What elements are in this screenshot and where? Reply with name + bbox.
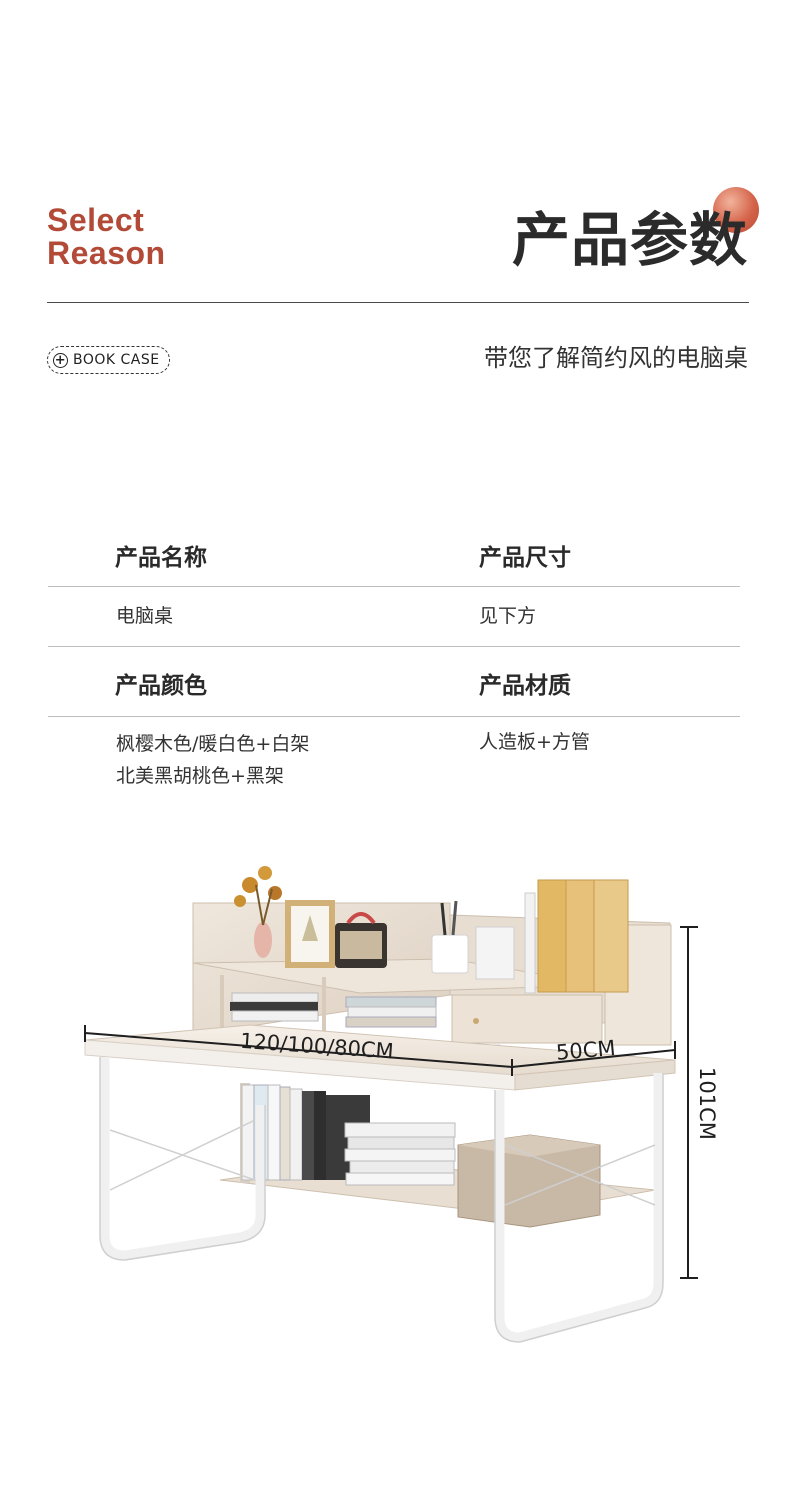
tag-label: BOOK CASE [73,352,160,368]
spec-name-label: 产品名称 [115,545,207,571]
dimension-lines [84,926,698,1279]
spec-material-value: 人造板+方管 [479,731,590,753]
lower-shelf [219,1083,656,1228]
book-case-tag: + BOOK CASE [47,346,170,374]
spec-size-label: 产品尺寸 [479,545,571,571]
spec-divider [48,716,740,717]
height-dimension-label: 101CM [695,1067,719,1140]
spec-color-label: 产品颜色 [115,673,207,699]
page-subtitle: 带您了解简约风的电脑桌 [484,344,748,372]
decor-items [230,866,629,1070]
spec-name-value: 电脑桌 [116,605,174,627]
page-title: 产品参数 [511,206,748,274]
spec-color-value-1: 枫樱木色/暖白色+白架 [116,733,310,755]
spec-size-value: 见下方 [479,605,537,627]
brand-line-select: Select [47,202,145,238]
brand-heading: Select Reason [47,204,166,270]
spec-material-label: 产品材质 [479,673,571,699]
depth-dimension-label: 50CM [555,1036,616,1065]
plus-circle-icon: + [53,352,68,368]
brand-line-reason: Reason [47,235,166,271]
spec-color-value-2: 北美黑胡桃色+黑架 [116,765,284,787]
desk-product-illustration: 120/100/80CM 50CM 101CM [84,866,719,1343]
accent-circle-icon [713,187,759,233]
header-divider [47,302,749,303]
desk-top [84,1024,676,1091]
metal-frame-outline [99,1057,664,1343]
spec-divider [48,646,740,647]
metal-frame [100,1057,663,1342]
spec-divider [48,586,740,587]
